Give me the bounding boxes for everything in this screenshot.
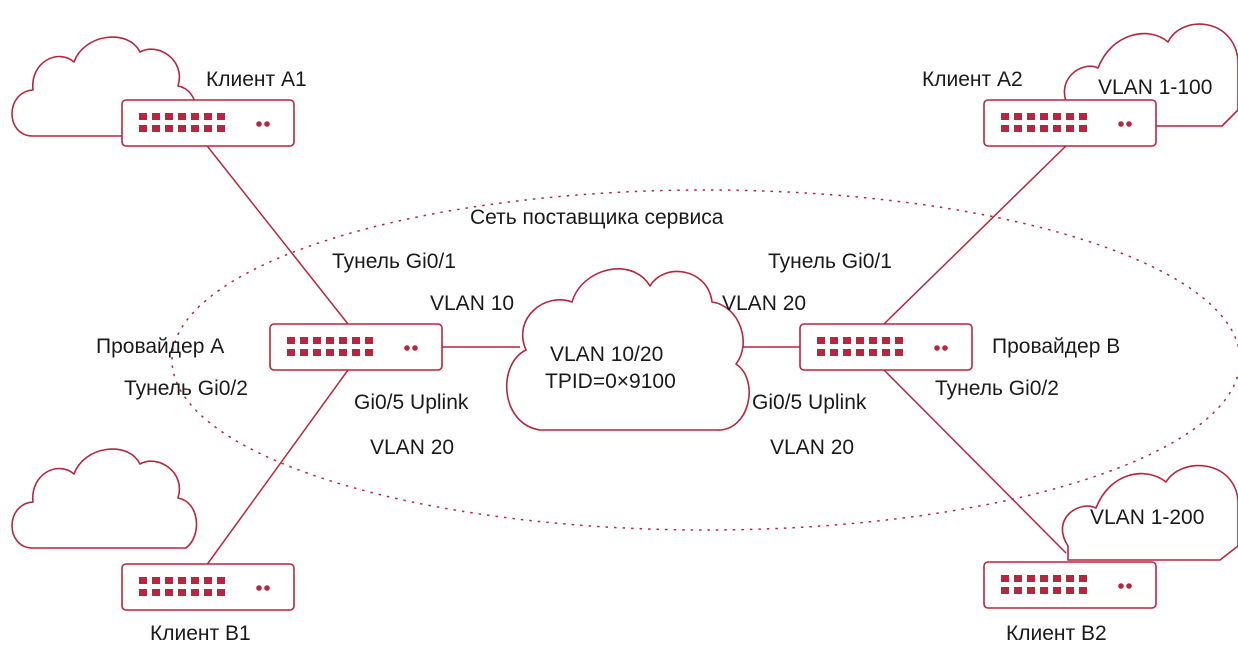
switch-client-a1 xyxy=(121,99,295,147)
label-vlan10-left: VLAN 10 xyxy=(430,292,515,315)
cloud-icon xyxy=(1061,464,1238,561)
label-tunnel-a-gi02: Тунель Gi0/2 xyxy=(124,377,248,400)
cloud-icon xyxy=(11,448,198,549)
link-provider-b-client-b2 xyxy=(883,369,1067,554)
switch-client-b1 xyxy=(121,563,295,611)
label-uplink-left: Gi0/5 Uplink xyxy=(354,391,469,414)
label-client-a2-vlans: VLAN 1-100 xyxy=(1098,76,1213,99)
label-tunnel-b-gi02: Тунель Gi0/2 xyxy=(935,377,1059,400)
label-tunnel-b-gi01: Тунель Gi0/1 xyxy=(768,250,892,273)
link-provider-a-client-b1 xyxy=(205,369,349,567)
label-tunnel-a-gi01: Тунель Gi0/1 xyxy=(332,250,456,273)
label-client-b2: Клиент В2 xyxy=(1006,622,1107,645)
label-core-line2: TPID=0×9100 xyxy=(545,370,676,393)
cloud-icon xyxy=(505,268,750,431)
label-client-a1: Клиент А1 xyxy=(206,68,307,91)
label-vlan20-left-bottom: VLAN 20 xyxy=(370,436,455,459)
switch-provider-a xyxy=(269,323,443,371)
switch-client-b2 xyxy=(983,561,1157,609)
link-client-a1-provider-a xyxy=(203,141,349,325)
label-vlan20-right-bottom: VLAN 20 xyxy=(770,436,855,459)
label-vlan20-right-top: VLAN 20 xyxy=(722,292,807,315)
label-core-line1: VLAN 10/20 xyxy=(550,343,664,366)
label-provider-b: Провайдер В xyxy=(992,335,1121,358)
label-client-a2: Клиент А2 xyxy=(922,68,1023,91)
link-client-a2-provider-b xyxy=(883,139,1073,325)
switch-client-a2 xyxy=(983,99,1157,147)
label-client-b2-vlans: VLAN 1-200 xyxy=(1090,506,1205,529)
label-client-b1: Клиент В1 xyxy=(150,622,251,645)
switch-provider-b xyxy=(799,323,973,371)
label-uplink-right: Gi0/5 Uplink xyxy=(752,391,867,414)
label-provider-a: Провайдер А xyxy=(96,335,225,358)
label-provider-network: Сеть поставщика сервиса xyxy=(470,206,724,229)
